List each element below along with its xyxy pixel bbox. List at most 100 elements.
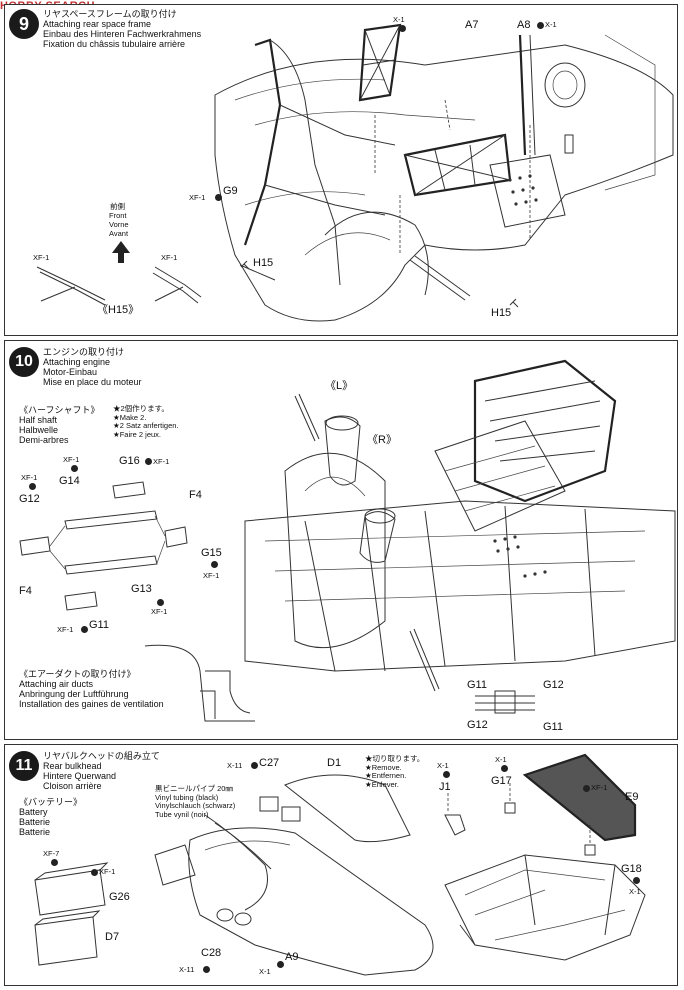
- paint-dot: [211, 561, 218, 568]
- make2-fr: ★Faire 2 jeux.: [113, 429, 161, 439]
- mark-right: 《R》: [367, 434, 397, 446]
- step9-title-de: Einbau des Hinteren Fachwerkrahmens: [43, 29, 202, 39]
- part-g17: G17: [491, 775, 512, 787]
- paint-dot: [501, 765, 508, 772]
- part-g11: G11: [89, 619, 109, 631]
- step10-panel: 10 エンジンの取り付け Attaching engine Motor-Einb…: [4, 340, 678, 740]
- part-g12: G12: [19, 493, 40, 505]
- part-xf1-g9: XF-1: [189, 193, 206, 202]
- tubing-note: 黒ビニールパイプ 20㎜ Vinyl tubing (black) Vinyls…: [155, 784, 236, 819]
- paint-dot: [583, 785, 590, 792]
- part-xf1-left: XF-1: [33, 253, 50, 262]
- part-xf1-g16: XF-1: [153, 457, 170, 466]
- part-xf1-g12: XF-1: [21, 473, 38, 482]
- part-h15-left: H15: [253, 257, 274, 269]
- part-x11-c27: X-11: [227, 761, 243, 770]
- front-en: Front: [109, 211, 127, 220]
- part-x1-j1: X-1: [437, 761, 449, 770]
- halfshaft-en: Half shaft: [19, 415, 58, 425]
- airduct-fr: Installation des gaines de ventilation: [19, 699, 164, 709]
- step11-title: リヤバルクヘッドの組み立て Rear bulkhead Hintere Quer…: [43, 751, 160, 791]
- part-g26: G26: [109, 891, 130, 903]
- remove-jp: ★切り取ります。: [365, 754, 425, 763]
- part-xf7: XF-7: [43, 849, 60, 858]
- detail-g11-top: G11: [467, 679, 487, 691]
- halfshaft-heading: 《ハーフシャフト》 Half shaft Halbwelle Demi-arbr…: [19, 405, 99, 445]
- step10-title-fr: Mise en place du moteur: [43, 377, 142, 387]
- step9-title-fr: Fixation du châssis tubulaire arrière: [43, 39, 186, 49]
- tubing-jp: 黒ビニールパイプ 20㎜: [155, 784, 233, 793]
- paint-dot: [215, 194, 222, 201]
- h15-sublabel: 《H15》: [97, 304, 140, 316]
- part-x1-a9: X-1: [259, 967, 271, 976]
- part-a9: A9: [285, 951, 299, 963]
- halfshaft-fr: Demi-arbres: [19, 435, 69, 445]
- tubing-de: Vinylschlauch (schwarz): [155, 801, 236, 810]
- part-g13: G13: [131, 583, 152, 595]
- part-g14: G14: [59, 475, 80, 487]
- paint-dot: [443, 771, 450, 778]
- make2-jp: ★2個作ります。: [113, 404, 169, 413]
- make2-de: ★2 Satz anfertigen.: [113, 421, 179, 430]
- battery-en: Battery: [19, 807, 48, 817]
- part-d1: D1: [327, 757, 342, 769]
- part-d7: D7: [105, 931, 120, 943]
- tubing-en: Vinyl tubing (black): [155, 792, 219, 802]
- step11-panel: 11 リヤバルクヘッドの組み立て Rear bulkhead Hintere Q…: [4, 744, 678, 986]
- detail-g12-top: G12: [543, 679, 564, 691]
- part-x1-g17: X-1: [495, 755, 507, 764]
- step11-number: 11: [9, 751, 39, 781]
- battery-jp: 《バッテリー》: [19, 797, 83, 807]
- step10-title-jp: エンジンの取り付け: [43, 347, 125, 357]
- part-h15-right: H15: [491, 307, 512, 319]
- part-f4-right: F4: [189, 489, 202, 501]
- detail-g12-bottom: G12: [467, 719, 488, 731]
- step11-title-fr: Cloison arrière: [43, 781, 102, 791]
- part-c27: C27: [259, 757, 280, 769]
- paint-dot: [537, 22, 544, 29]
- paint-dot: [633, 877, 640, 884]
- halfshaft-jp: 《ハーフシャフト》: [19, 405, 100, 415]
- paint-dot: [51, 859, 58, 866]
- part-x1-a8: X-1: [545, 20, 557, 29]
- step10-drawing: [19, 359, 676, 722]
- detail-g11-bottom: G11: [543, 721, 563, 733]
- front-fr: Avant: [109, 229, 129, 238]
- part-x1-g18: X-1: [629, 887, 641, 896]
- part-xf1-g11: XF-1: [57, 625, 74, 634]
- step9-title-jp: リヤスペースフレームの取り付け: [43, 9, 177, 19]
- step9-title: リヤスペースフレームの取り付け Attaching rear space fra…: [43, 9, 201, 49]
- step11-title-jp: リヤバルクヘッドの組み立て: [43, 751, 160, 761]
- remove-note: ★切り取ります。 ★Remove. ★Entfernen. ★Enlever.: [365, 754, 425, 789]
- paint-dot: [277, 961, 284, 968]
- paint-dot: [81, 626, 88, 633]
- step9-drawing: [36, 23, 674, 322]
- paint-dot: [71, 465, 78, 472]
- step9-panel: 9 リヤスペースフレームの取り付け Attaching rear space f…: [4, 4, 678, 336]
- part-xf1-g15: XF-1: [203, 571, 220, 580]
- part-g16: G16: [119, 455, 140, 467]
- tubing-fr: Tube vynil (noir): [155, 809, 209, 819]
- part-x11-c28: X-11: [179, 965, 195, 974]
- battery-heading: 《バッテリー》 Battery Batterie Batterie: [19, 797, 82, 837]
- airduct-heading: 《エアーダクトの取り付け》 Attaching air ducts Anbrin…: [19, 669, 164, 709]
- paint-dot: [399, 25, 406, 32]
- front-de: Vorne: [109, 220, 129, 229]
- make2-note: ★2個作ります。 ★Make 2. ★2 Satz anfertigen. ★F…: [113, 404, 179, 439]
- step11-title-de: Hintere Querwand: [43, 771, 117, 781]
- part-xf1-battery: XF-1: [99, 867, 116, 876]
- step11-title-en: Rear bulkhead: [43, 761, 102, 771]
- paint-dot: [203, 966, 210, 973]
- part-f4-left: F4: [19, 585, 32, 597]
- battery-de: Batterie: [19, 817, 51, 827]
- part-xf1-right: XF-1: [161, 253, 178, 262]
- make2-en: ★Make 2.: [113, 412, 147, 422]
- part-g15: G15: [201, 547, 222, 559]
- paint-dot: [157, 599, 164, 606]
- airduct-jp: 《エアーダクトの取り付け》: [19, 669, 136, 679]
- airduct-en: Attaching air ducts: [19, 679, 94, 689]
- part-x1-top: X-1: [393, 15, 405, 24]
- paint-dot: [145, 458, 152, 465]
- mark-left: 《L》: [325, 380, 354, 392]
- airduct-de: Anbringung der Luftführung: [19, 689, 129, 699]
